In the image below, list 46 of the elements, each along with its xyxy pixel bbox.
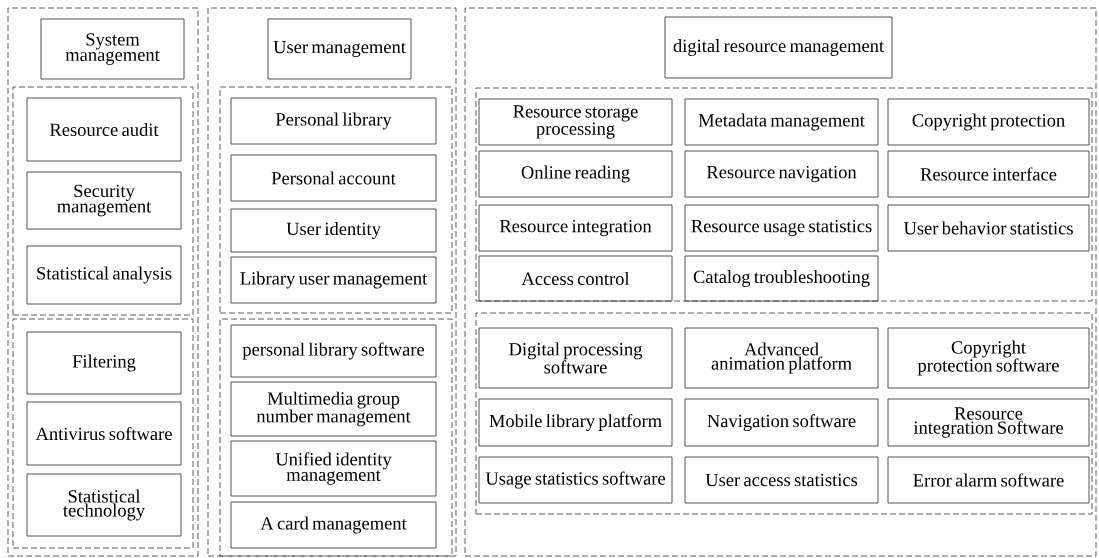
process-box: Unified identity management: [230, 440, 437, 497]
process-box: User identity: [230, 208, 437, 253]
process-box: Catalog troubleshooting: [684, 255, 879, 302]
process-box: Library user management: [230, 256, 437, 304]
process-box: Multimedia group number management: [230, 381, 437, 437]
process-box: personal library software: [230, 324, 437, 378]
process-box: Navigation software: [684, 398, 879, 447]
dashed-group-box: [12, 318, 194, 549]
process-box: Personal account: [230, 154, 437, 202]
process-box: Statistical technology: [26, 473, 182, 537]
process-box: Online reading: [478, 150, 673, 198]
dashed-group-box: [7, 7, 199, 557]
process-box: Resource interface: [887, 150, 1090, 198]
process-box: Metadata management: [684, 98, 879, 146]
process-box: Digital processing software: [478, 327, 673, 389]
process-box: Statistical analysis: [26, 245, 182, 305]
process-box: Advanced animation platform: [684, 327, 879, 389]
dashed-group-box: [207, 7, 457, 557]
dashed-group-box: [219, 86, 453, 314]
process-box: Resource usage statistics: [684, 204, 879, 252]
process-box: Copyright protection: [887, 98, 1090, 146]
process-box: Copyright protection software: [887, 327, 1090, 389]
process-box: User access statistics: [684, 456, 879, 504]
dashed-group-box: [475, 87, 1093, 302]
process-box: System management: [40, 18, 185, 80]
dashed-group-box: [12, 86, 194, 316]
process-box: Resource navigation: [684, 150, 879, 198]
process-box: Resource audit: [26, 97, 182, 162]
dashed-group-box: [464, 7, 1097, 557]
process-box: User management: [267, 18, 412, 80]
process-box: Resource integration Software: [887, 398, 1090, 447]
process-box: A card management: [230, 501, 437, 549]
process-box: Security management: [26, 171, 182, 230]
process-box: Filtering: [26, 331, 182, 395]
process-box: User behavior statistics: [887, 204, 1090, 252]
process-box: Error alarm software: [887, 456, 1090, 504]
process-box: digital resource management: [664, 16, 893, 79]
process-box: Antivirus software: [26, 401, 182, 466]
dashed-group-box: [475, 312, 1093, 515]
process-box: Personal library: [230, 97, 437, 145]
process-box: Resource storage processing: [478, 98, 673, 146]
process-box: Usage statistics software: [478, 456, 673, 504]
process-box: Access control: [478, 255, 673, 302]
process-box: Resource integration: [478, 204, 673, 252]
dashed-group-box: [219, 318, 453, 557]
process-box: Mobile library platform: [478, 398, 673, 447]
